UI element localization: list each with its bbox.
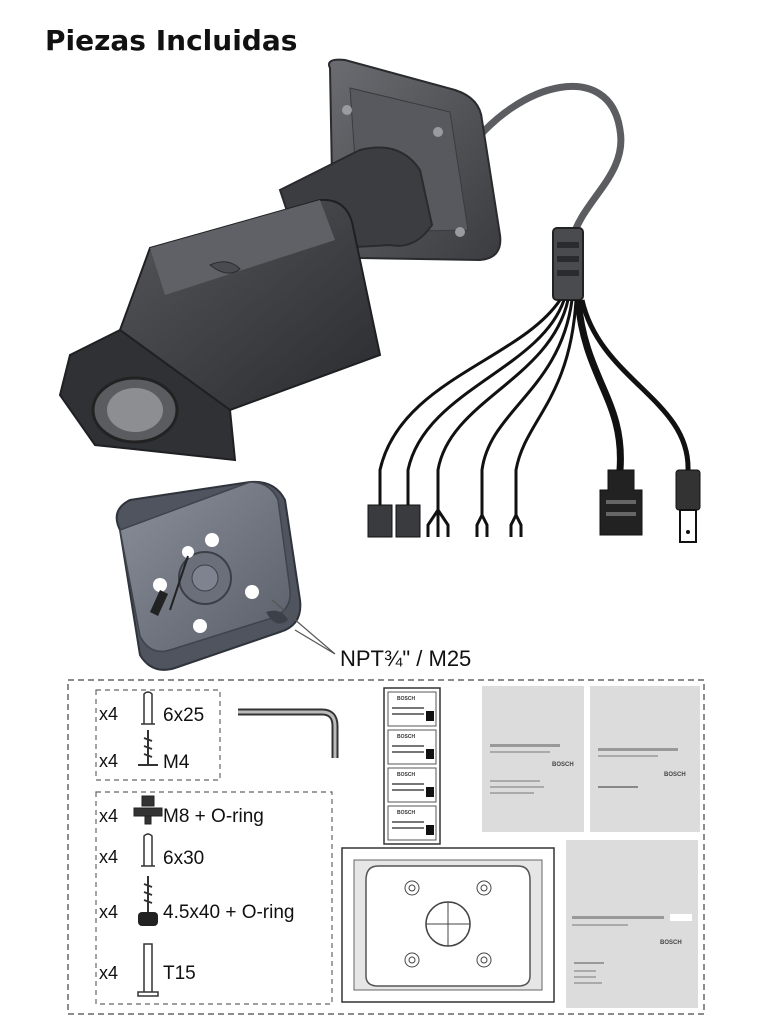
hardware-row: x4 T15	[99, 943, 196, 997]
document-3: BOSCH	[566, 840, 698, 1008]
label-brand: BOSCH	[397, 696, 415, 702]
hardware-name: 6x25	[163, 705, 204, 726]
hardware-name: T15	[163, 963, 196, 984]
hardware-qty: x4	[99, 751, 118, 771]
label-brand: BOSCH	[397, 810, 415, 816]
hardware-qty: x4	[99, 963, 118, 983]
cable-junction	[552, 227, 584, 301]
label-brand: BOSCH	[397, 734, 415, 740]
hardware-qty: x4	[99, 847, 118, 867]
label-strip: BOSCH	[387, 691, 437, 727]
hardware-row: x4 6x30	[99, 833, 204, 869]
hardware-group-1	[95, 689, 221, 781]
label-sheet: BOSCH BOSCH BOSCH BOSCH	[383, 687, 441, 845]
screw-icon	[138, 730, 158, 766]
bnc-connector	[675, 469, 701, 511]
accessories-box	[67, 679, 705, 1015]
label-strip: BOSCH	[387, 805, 437, 841]
hardware-row: x4 M8 + O-ring	[99, 795, 264, 827]
hardware-qty: x4	[99, 806, 118, 826]
main-cable	[464, 82, 625, 244]
bullet-camera	[58, 58, 625, 462]
junction-box-mount	[115, 480, 302, 671]
hardware-row: x4 4.5x40 + O-ring	[99, 876, 295, 926]
bolt-oring-icon	[133, 795, 163, 825]
hardware-name: M8 + O-ring	[163, 806, 264, 827]
cable-pigtail	[367, 227, 701, 543]
doc-brand: BOSCH	[552, 762, 574, 768]
wall-anchor-icon	[141, 691, 155, 725]
hardware-name: 6x30	[163, 848, 204, 869]
hardware-row: x4 M4	[99, 730, 190, 773]
hardware-name: 4.5x40 + O-ring	[163, 902, 295, 923]
t15-screw-icon	[137, 943, 159, 997]
label-strip: BOSCH	[387, 767, 437, 803]
screw-oring-icon	[143, 876, 153, 912]
mounting-template	[341, 847, 555, 1003]
document-2: BOSCH	[590, 686, 700, 832]
page-title: Piezas Incluidas	[45, 24, 298, 57]
doc-brand: BOSCH	[660, 940, 682, 946]
allen-key-icon	[238, 708, 339, 758]
label-strip: BOSCH	[387, 729, 437, 765]
thread-label: NPT¾" / M25	[340, 646, 471, 671]
hardware-qty: x4	[99, 902, 118, 922]
hardware-qty: x4	[99, 704, 118, 724]
hardware-row: x4 6x25	[99, 691, 204, 726]
document-1: BOSCH	[482, 686, 584, 832]
doc-brand: BOSCH	[664, 772, 686, 778]
label-brand: BOSCH	[397, 772, 415, 778]
hardware-name: M4	[163, 752, 190, 773]
thread-leader	[271, 599, 336, 655]
wall-anchor-icon	[141, 833, 155, 867]
hardware-group-2	[95, 791, 333, 1005]
